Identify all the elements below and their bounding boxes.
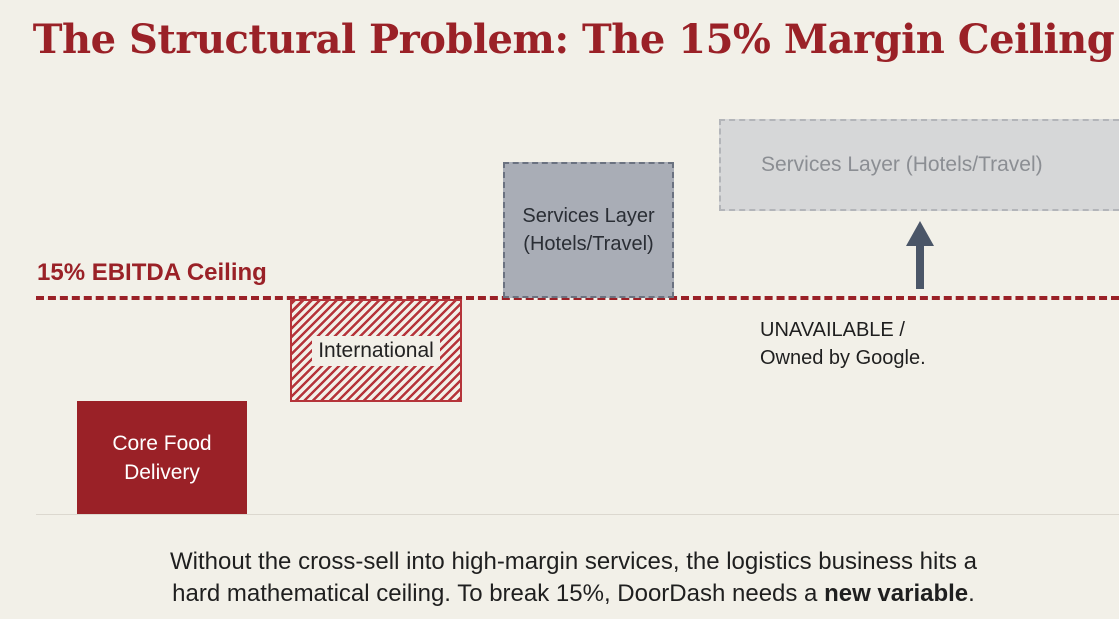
baseline bbox=[36, 514, 1119, 515]
page-title: The Structural Problem: The 15% Margin C… bbox=[32, 16, 1115, 63]
international-block: International bbox=[290, 299, 462, 402]
caption-line2: hard mathematical ceiling. To break 15%,… bbox=[0, 578, 1119, 610]
unavailable-note: UNAVAILABLE / Owned by Google. bbox=[760, 316, 926, 372]
core-block-line2: Delivery bbox=[124, 460, 200, 484]
caption-line1: Without the cross-sell into high-margin … bbox=[170, 548, 977, 575]
unavailable-line1: UNAVAILABLE / bbox=[760, 319, 905, 341]
caption: Without the cross-sell into high-margin … bbox=[0, 546, 1119, 610]
arrow-up-icon bbox=[906, 221, 934, 289]
services-layer-block: Services Layer (Hotels/Travel) bbox=[503, 162, 674, 298]
ceiling-label: 15% EBITDA Ceiling bbox=[37, 259, 267, 286]
caption-emphasis: new variable bbox=[824, 580, 969, 607]
caption-line2-suffix: . bbox=[968, 580, 975, 607]
core-block-line1: Core Food bbox=[112, 431, 212, 455]
services-block-line2: (Hotels/Travel) bbox=[523, 233, 654, 255]
services-block-line1: Services Layer bbox=[522, 205, 655, 227]
services-unavailable-label: Services Layer (Hotels/Travel) bbox=[761, 153, 1043, 176]
ceiling-dashed-line bbox=[36, 296, 1119, 300]
international-label: International bbox=[312, 335, 440, 366]
unavailable-line2: Owned by Google. bbox=[760, 347, 926, 369]
core-food-delivery-block: Core Food Delivery bbox=[77, 401, 247, 514]
services-layer-unavailable-block: Services Layer (Hotels/Travel) bbox=[719, 119, 1119, 211]
caption-line2-prefix: hard mathematical ceiling. To break 15%,… bbox=[172, 580, 825, 607]
